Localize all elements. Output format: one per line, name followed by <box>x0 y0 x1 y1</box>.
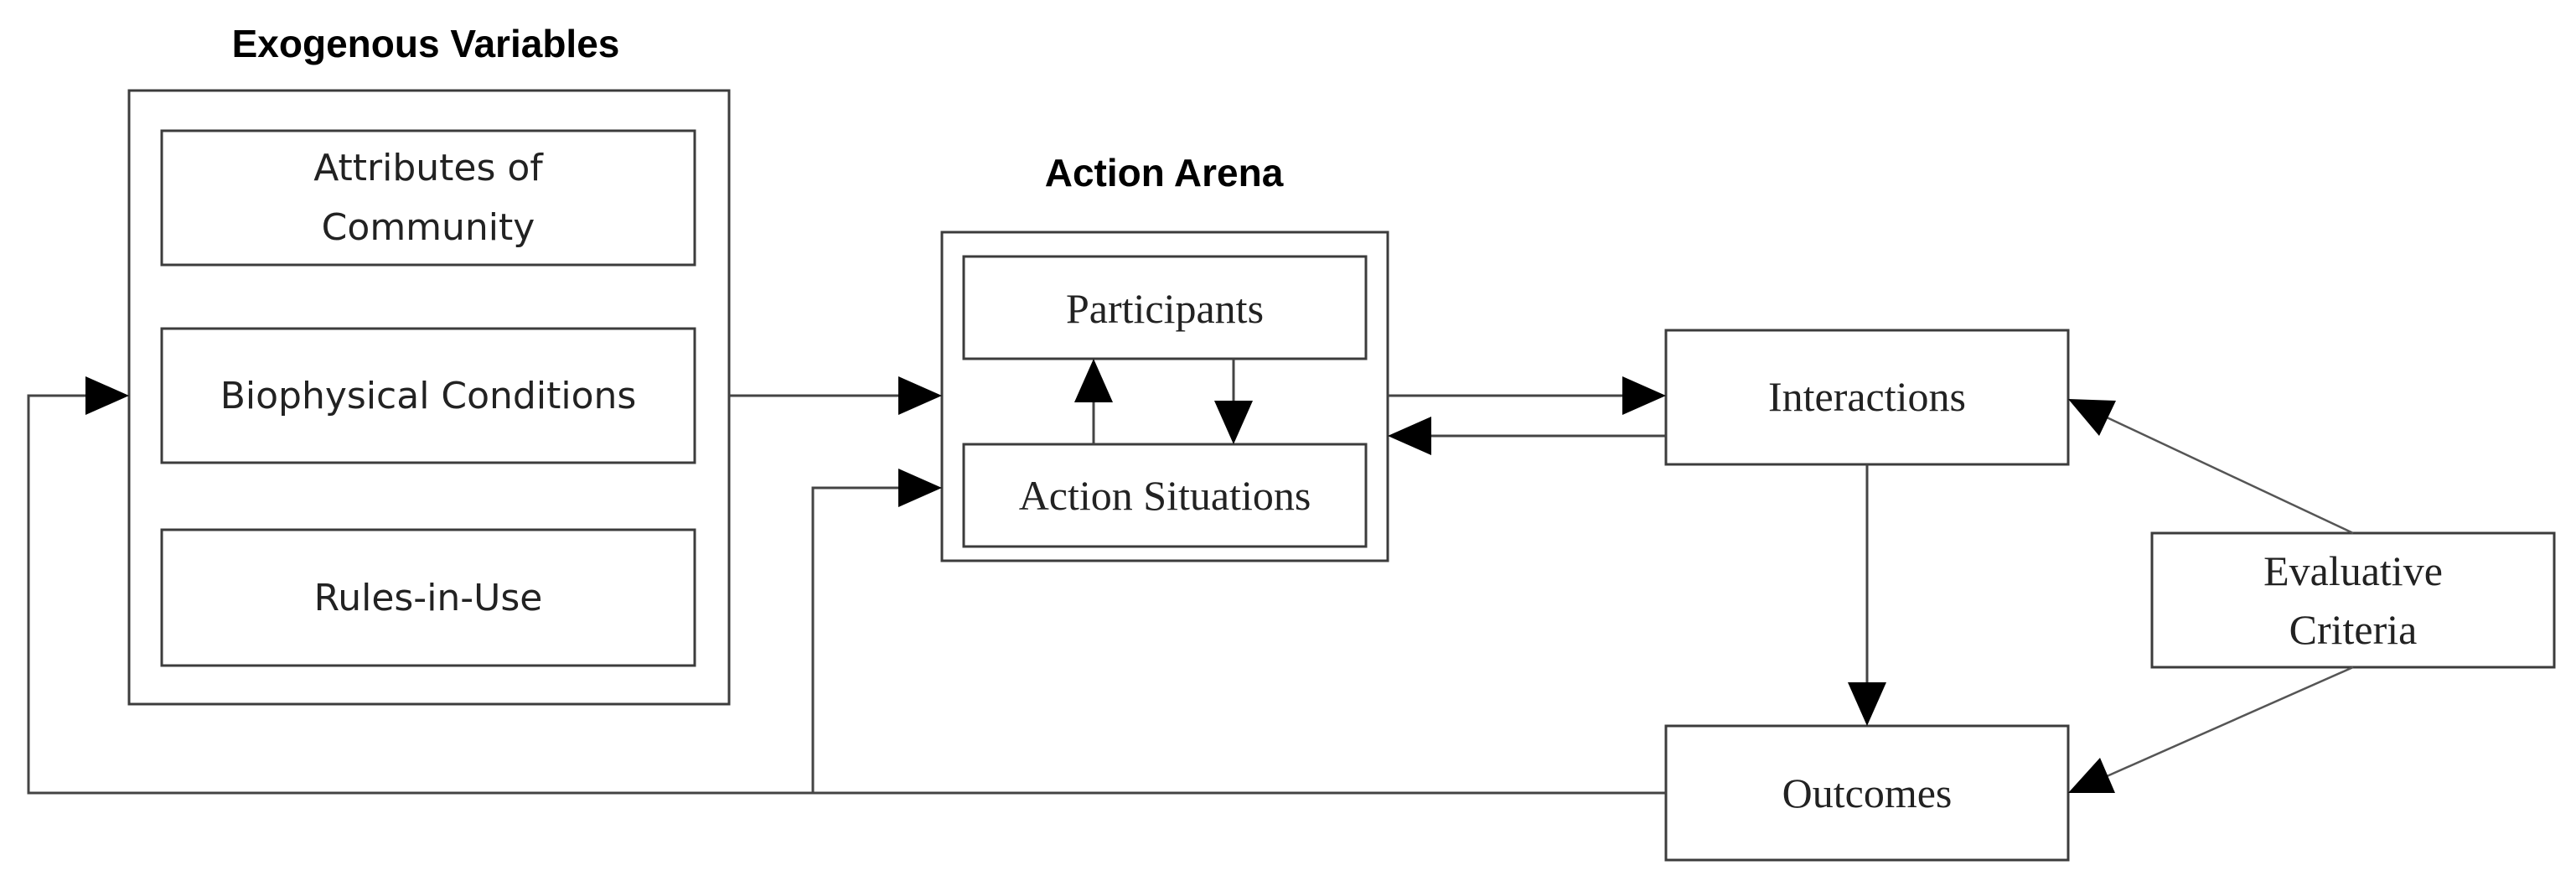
outcomes-to-action-situations-arrowhead <box>898 469 942 507</box>
evaluative-to-outcomes-arrow-line <box>2104 666 2354 779</box>
outcomes-to-action-situations-feedback-line <box>811 486 900 793</box>
interactions-box <box>1664 329 2070 466</box>
attributes-of-community-box <box>160 129 696 267</box>
action-situations-box <box>962 443 1368 548</box>
attributes-of-community-label-line1: Attributes of <box>313 147 544 189</box>
interactions-to-arena-arrowhead <box>1388 417 1431 455</box>
situations-to-participants-arrowhead <box>1074 359 1113 402</box>
participants-to-situations-arrowhead <box>1214 401 1253 444</box>
participants-box <box>962 255 1368 360</box>
rules-in-use-box <box>160 528 696 667</box>
evaluative-to-interactions-arrow-line <box>2104 415 2354 535</box>
outcomes-to-exogenous-feedback-line <box>27 394 1666 795</box>
biophysical-conditions-label: Biophysical Conditions <box>220 375 637 417</box>
outcomes-box <box>1664 724 2070 862</box>
arena-to-interactions-arrowhead <box>1622 376 1666 415</box>
interactions-label: Interactions <box>1768 373 1966 420</box>
exogenous-variables-title: Exogenous Variables <box>232 22 620 65</box>
action-situations-label: Action Situations <box>1019 472 1311 519</box>
outcomes-label: Outcomes <box>1782 769 1953 816</box>
evaluative-to-outcomes-arrowhead <box>2068 758 2115 793</box>
biophysical-conditions-box <box>160 327 696 464</box>
action-arena-title: Action Arena <box>1045 151 1284 194</box>
evaluative-criteria-label-line1: Evaluative <box>2263 547 2443 594</box>
evaluative-to-interactions-arrowhead <box>2068 399 2116 436</box>
interactions-to-outcomes-arrowhead <box>1848 682 1886 726</box>
rules-in-use-label: Rules-in-Use <box>314 577 543 619</box>
exogenous-to-arena-arrowhead <box>898 376 942 415</box>
evaluative-criteria-label-line2: Criteria <box>2289 606 2418 653</box>
participants-label: Participants <box>1066 285 1264 332</box>
outcomes-to-exogenous-arrowhead <box>85 376 129 415</box>
attributes-of-community-label-line2: Community <box>322 206 535 249</box>
